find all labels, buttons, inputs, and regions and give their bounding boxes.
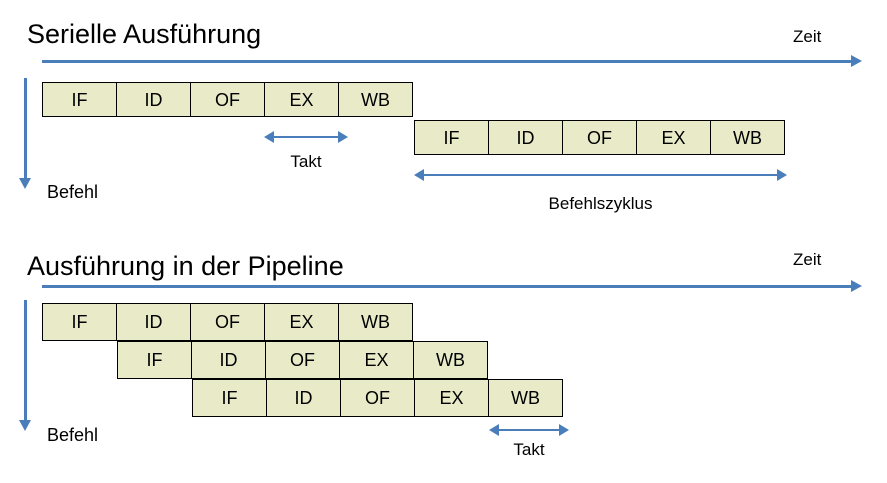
- arrowhead-right-icon: [559, 424, 569, 436]
- stage-box-of: OF: [562, 120, 637, 155]
- stage-box-of: OF: [340, 379, 415, 417]
- instruction-axis-label-serial: Befehl: [47, 182, 99, 202]
- time-axis-arrowhead-icon-pipeline: [851, 280, 862, 292]
- stage-box-ex: EX: [414, 379, 489, 417]
- pipeline-instruction-row-1: IF ID OF EX WB: [42, 303, 413, 341]
- page-title-pipeline: Ausführung in der Pipeline: [27, 251, 344, 281]
- measure-bar: [272, 136, 340, 138]
- stage-box-wb: WB: [413, 341, 488, 379]
- stage-box-wb: WB: [338, 82, 413, 117]
- takt-label-serial: Takt: [290, 152, 322, 171]
- stage-box-ex: EX: [339, 341, 414, 379]
- befehlszyklus-label: Befehlszyklus: [548, 194, 653, 213]
- stage-box-of: OF: [190, 82, 265, 117]
- arrowhead-left-icon: [264, 131, 274, 143]
- measure-bar: [497, 429, 561, 431]
- stage-box-ex: EX: [636, 120, 711, 155]
- stage-box-id: ID: [116, 82, 191, 117]
- instruction-axis-pipeline: [24, 300, 27, 422]
- stage-box-wb: WB: [488, 379, 563, 417]
- instruction-axis-serial: [24, 78, 27, 180]
- serial-instruction-row-1: IF ID OF EX WB: [42, 82, 413, 117]
- instruction-axis-arrowhead-icon-serial: [19, 178, 31, 189]
- pipeline-instruction-row-3: IF ID OF EX WB: [192, 379, 563, 417]
- time-axis-label-pipeline: Zeit: [793, 250, 822, 269]
- time-axis-arrowhead-icon-serial: [851, 55, 862, 67]
- arrowhead-left-icon: [489, 424, 499, 436]
- time-axis-label-serial: Zeit: [793, 27, 822, 46]
- stage-box-if: IF: [414, 120, 489, 155]
- stage-box-ex: EX: [264, 82, 339, 117]
- arrowhead-right-icon: [338, 131, 348, 143]
- stage-box-id: ID: [488, 120, 563, 155]
- stage-box-id: ID: [266, 379, 341, 417]
- stage-box-wb: WB: [338, 303, 413, 341]
- takt-measure-arrow-pipeline: [489, 424, 569, 436]
- stage-box-wb: WB: [710, 120, 785, 155]
- serial-instruction-row-2: IF ID OF EX WB: [414, 120, 785, 155]
- stage-box-ex: EX: [264, 303, 339, 341]
- instruction-axis-arrowhead-icon-pipeline: [19, 420, 31, 431]
- takt-measure-arrow-serial: [264, 131, 348, 143]
- measure-bar: [422, 174, 779, 176]
- stage-box-of: OF: [265, 341, 340, 379]
- stage-box-if: IF: [42, 303, 117, 341]
- time-axis-pipeline: [42, 285, 852, 288]
- stage-box-id: ID: [116, 303, 191, 341]
- instruction-axis-label-pipeline: Befehl: [47, 425, 99, 445]
- befehlszyklus-measure-arrow: [414, 169, 787, 181]
- pipeline-instruction-row-2: IF ID OF EX WB: [117, 341, 488, 379]
- stage-box-of: OF: [190, 303, 265, 341]
- stage-box-id: ID: [191, 341, 266, 379]
- arrowhead-right-icon: [777, 169, 787, 181]
- time-axis-serial: [42, 60, 852, 63]
- stage-box-if: IF: [192, 379, 267, 417]
- stage-box-if: IF: [117, 341, 192, 379]
- page-title-serial: Serielle Ausführung: [27, 19, 262, 49]
- stage-box-if: IF: [42, 82, 117, 117]
- arrowhead-left-icon: [414, 169, 424, 181]
- takt-label-pipeline: Takt: [513, 440, 545, 459]
